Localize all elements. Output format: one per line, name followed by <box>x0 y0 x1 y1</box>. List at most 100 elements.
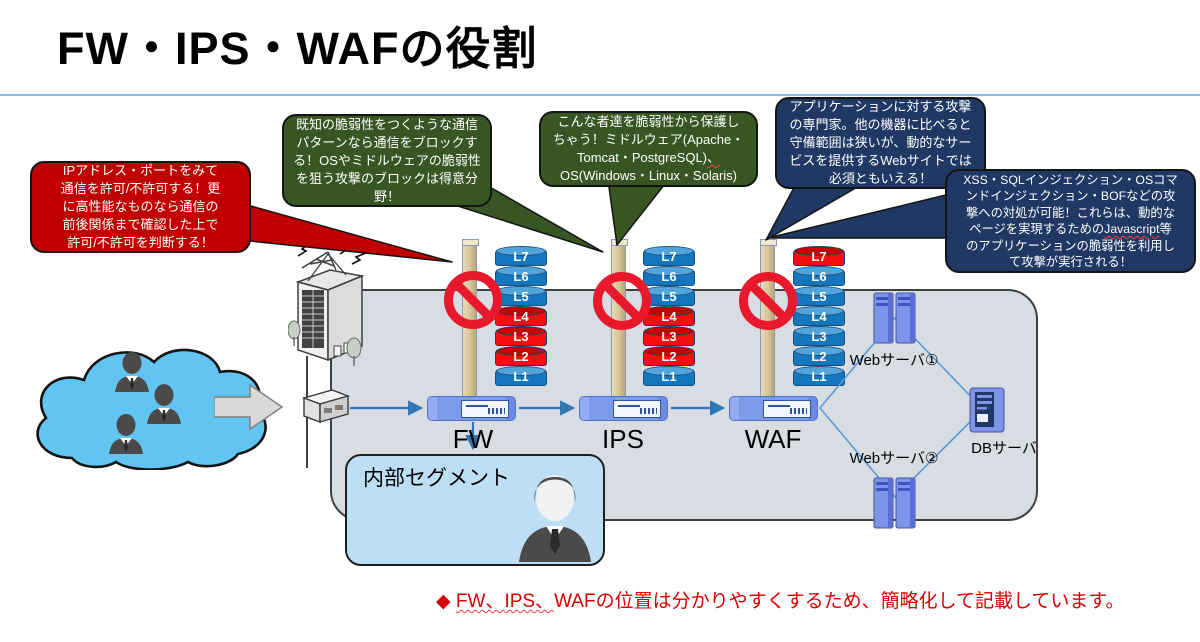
web-server-2-label: Webサーバ② <box>849 450 939 467</box>
web-server-1-label: Webサーバ① <box>849 352 939 369</box>
appliance-panel <box>613 400 661 418</box>
waf-callout-1-tail <box>765 181 867 241</box>
callout-line: アプリケーションに対する攻撃 <box>789 99 972 114</box>
callout-line: ンドインジェクション・BOFなどの攻 <box>965 189 1176 203</box>
layer-label: L7 <box>513 248 529 264</box>
callout-line: を狙う攻撃のブロックは得意分 <box>295 170 478 186</box>
title-divider <box>0 94 1200 96</box>
callout-line: 前後関係まで確認した上で <box>62 217 219 232</box>
callout-line: のアプリケーションの脆弱性を利用し <box>966 238 1175 253</box>
fw-layer-l3: L3 <box>495 326 547 346</box>
waf-layer-l5: L5 <box>793 286 845 306</box>
footnote-bullet: ◆ <box>436 591 456 612</box>
waf-callout-1: アプリケーションに対する攻撃 の専門家。他の機器に比べると 守備範囲は狭いが、動… <box>775 97 986 189</box>
ips-layer-l2: L2 <box>643 346 695 366</box>
internet-cloud-icon <box>36 348 267 470</box>
ips-callout-2: こんな者達を脆弱性から保護し ちゃう！ミドルウェア(Apache・ Tomcat… <box>539 111 758 187</box>
callout-line: 守備範囲は狭いが、動的なサー <box>789 135 972 150</box>
layer-label: L5 <box>661 288 677 304</box>
callout-line: て攻撃が実行される！ <box>1009 255 1132 269</box>
ips-no-entry-icon <box>593 272 651 330</box>
callout-line: の専門家。他の機器に比べると <box>789 117 972 132</box>
waf-callout-2-tail <box>767 193 951 239</box>
callout-line: XSS・SQLインジェクション・OSコマ <box>963 172 1178 187</box>
layer-label: L7 <box>811 248 827 264</box>
ips-layer-l1: L1 <box>643 366 695 386</box>
callout-line: ちゃう！ミドルウェア(Apache・ <box>552 132 745 147</box>
callout-line: IPアドレス・ポートをみて <box>62 163 219 178</box>
fw-no-entry-icon <box>444 271 502 329</box>
fw-appliance-icon <box>427 396 516 421</box>
callout-line: ビスを提供するWebサイトでは <box>789 153 972 168</box>
waf-layer-l6: L6 <box>793 266 845 286</box>
antenna-icon <box>301 251 337 271</box>
fw-layer-l1: L1 <box>495 366 547 386</box>
callout-line: OS(Windows・Linux・Solaris) <box>560 168 737 183</box>
ips-layer-l3: L3 <box>643 326 695 346</box>
appliance-panel <box>461 400 509 418</box>
layer-label: L3 <box>661 328 677 344</box>
modem-icon <box>301 389 351 424</box>
fw-layer-l6: L6 <box>495 266 547 286</box>
lightning-icon <box>339 242 353 255</box>
ips-layer-l4: L4 <box>643 306 695 326</box>
layer-label: L7 <box>661 248 677 264</box>
layer-label: L4 <box>661 308 677 324</box>
db-server-label: DBサーバ <box>971 440 1037 457</box>
internal-segment-label: 内部セグメント <box>363 467 510 490</box>
office-building-icon <box>288 242 367 366</box>
internal-segment-box: 内部セグメント <box>345 454 605 566</box>
waf-label: WAF <box>744 424 802 454</box>
appliance-panel <box>763 400 811 418</box>
callout-text: ページを実現するための <box>969 222 1105 236</box>
callout-line: 既知の脆弱性をつくような通信 <box>295 116 478 132</box>
footnote-text: IPS、 <box>504 591 555 612</box>
layer-label: L2 <box>661 348 677 364</box>
lightning-icon <box>297 242 311 257</box>
ips-callout-2-tail <box>607 179 669 246</box>
waf-layer-l3: L3 <box>793 326 845 346</box>
waf-no-entry-icon <box>739 272 797 330</box>
layer-label: L6 <box>811 268 827 284</box>
layer-label: L3 <box>811 328 827 344</box>
layer-label: L5 <box>811 288 827 304</box>
callout-line: ページを実現するためのJavascript等 <box>947 221 1194 238</box>
web-server-1-icon <box>873 292 916 344</box>
waf-layer-l4: L4 <box>793 306 845 326</box>
layer-label: L4 <box>513 308 529 324</box>
layer-label: L3 <box>513 328 529 344</box>
footnote-text: WAFの位置は分かりやすくするため、簡略化して記載しています。 <box>554 591 1125 612</box>
waf-layer-l1: L1 <box>793 366 845 386</box>
callout-line: パターンなら通信をブロックす <box>296 134 478 150</box>
fw-layer-l5: L5 <box>495 286 547 306</box>
callout-line: 許可/不許可を判断する！ <box>67 235 214 250</box>
callout-text: Tomcat・PostgreSQL) <box>576 150 708 165</box>
tree-icon <box>288 320 362 366</box>
layer-label: L6 <box>661 268 677 284</box>
footnote-text: FW、 <box>455 591 505 612</box>
layer-label: L4 <box>811 308 827 324</box>
waf-layer-l7: L7 <box>793 246 845 266</box>
callout-text: 等 <box>1159 222 1172 236</box>
ips-appliance-icon <box>579 396 668 421</box>
fw-callout: IPアドレス・ポートをみて 通信を許可/不許可する！更 に高性能なものなら通信の… <box>30 161 251 253</box>
layer-label: L6 <box>513 268 529 284</box>
callout-line: 野！ <box>373 188 400 204</box>
fw-label: FW <box>452 424 494 454</box>
lightning-icon <box>351 252 367 265</box>
fw-layer-l4: L4 <box>495 306 547 326</box>
layer-label: L5 <box>513 288 529 304</box>
waf-appliance-icon <box>729 396 818 421</box>
callout-line: に高性能なものなら通信の <box>62 199 219 214</box>
layer-label: L1 <box>661 368 677 384</box>
db-server-icon <box>969 387 1005 433</box>
block-arrow-icon <box>214 384 284 431</box>
callout-text-misspelled: Javascript <box>1104 222 1160 236</box>
callout-line: 撃への対処が可能！これらは、動的な <box>965 205 1176 220</box>
layer-label: L1 <box>811 368 827 384</box>
ips-callout-1: 既知の脆弱性をつくような通信 パターンなら通信をブロックす る！OSやミドルウェ… <box>282 114 492 207</box>
fw-layer-l7: L7 <box>495 246 547 266</box>
fw-layer-l2: L2 <box>495 346 547 366</box>
layer-label: L2 <box>513 348 529 364</box>
